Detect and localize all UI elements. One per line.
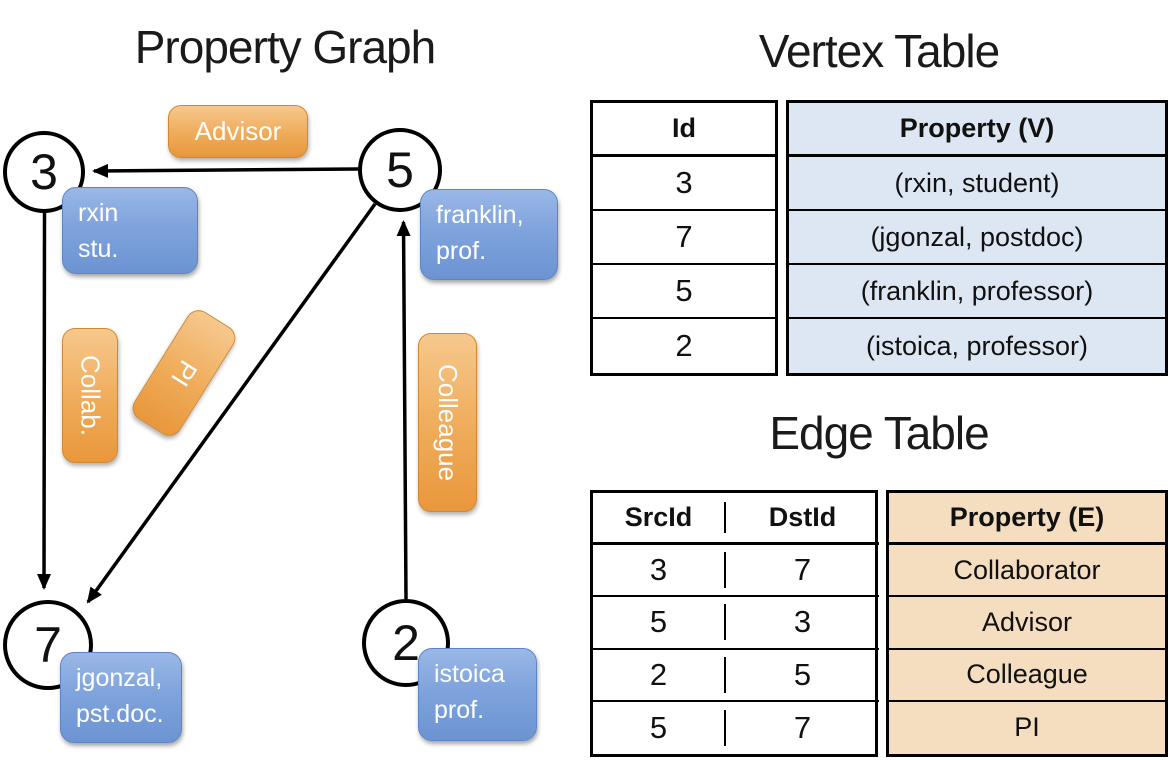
table-cell: (jgonzal, postdoc) <box>789 211 1165 265</box>
edge-arrow-5-to-3 <box>92 163 359 178</box>
table-row: 2 5 <box>593 650 879 702</box>
table-cell: 7 <box>793 709 812 745</box>
table-row: 3 7 <box>593 545 879 598</box>
table-cell: 5 <box>593 604 726 641</box>
table-row: 5 3 <box>593 597 879 650</box>
table-row: 5 7 <box>593 702 879 754</box>
vertex-id-2: 2 <box>392 615 420 671</box>
table-cell: 5 <box>593 265 775 319</box>
vertex-id-7: 7 <box>34 617 62 673</box>
vertex-label-franklin: franklin, prof. <box>420 189 558 280</box>
table-cell: PI <box>889 701 1165 754</box>
table-cell: Advisor <box>889 597 1165 650</box>
edge-table-property-column: Property (E) Collaborator Advisor Collea… <box>886 490 1168 757</box>
table-cell: Collaborator <box>889 545 1165 598</box>
table-cell: 5 <box>593 709 726 746</box>
vertex-label-rxin: rxin stu. <box>62 187 198 274</box>
table-cell: 2 <box>593 656 726 693</box>
vertex-label-line: istoica <box>434 660 505 688</box>
edge-table-title: Edge Table <box>769 407 989 459</box>
property-graph-title: Property Graph <box>134 21 436 73</box>
table-cell: 2 <box>675 328 693 363</box>
edge-label-colleague: Colleague <box>418 333 477 512</box>
vertex-circle-2: 2 <box>362 599 450 687</box>
edge-table-id-columns: SrcId DstId 3 7 5 3 2 5 5 7 <box>590 490 879 757</box>
edge-arrow-5-to-7 <box>86 202 377 604</box>
edge-label-advisor: Advisor <box>168 105 308 158</box>
vertex-table-title: Vertex Table <box>758 25 1000 77</box>
table-cell: 3 <box>593 552 726 589</box>
table-cell: Colleague <box>889 649 1165 702</box>
vertex-table-id-column: Id 3 7 5 2 <box>590 100 778 376</box>
edge-label-collab: Collab. <box>62 328 118 463</box>
table-cell: 3 <box>593 157 775 211</box>
vertex-label-line: jgonzal, <box>76 664 163 692</box>
edge-table-header-srcid: SrcId <box>593 502 726 534</box>
vertex-label-line: prof. <box>434 695 485 724</box>
vertex-label-jgonzal: jgonzal, pst.doc. <box>60 652 182 743</box>
vertex-label-line: stu. <box>78 234 119 263</box>
vertex-table-header-id: Id <box>593 103 775 157</box>
table-cell: 7 <box>593 211 775 265</box>
edge-table-header-dstid: DstId <box>768 502 837 533</box>
vertex-label-line: franklin, <box>436 201 524 229</box>
table-cell: (rxin, student) <box>789 157 1165 211</box>
vertex-label-istoica: istoica prof. <box>418 648 537 741</box>
table-cell: (istoica, professor) <box>789 319 1165 373</box>
table-cell: 7 <box>793 552 812 588</box>
edge-arrow-2-to-5 <box>396 220 411 600</box>
edge-arrow-3-to-7 <box>37 212 52 590</box>
edge-table-id-headers: SrcId DstId <box>593 493 879 546</box>
vertex-label-line: prof. <box>436 236 487 265</box>
vertex-id-3: 3 <box>30 144 58 200</box>
vertex-circle-5: 5 <box>358 128 442 212</box>
table-cell: 3 <box>793 604 812 640</box>
vertex-table-header-property: Property (V) <box>789 103 1165 157</box>
vertex-id-5: 5 <box>386 142 414 198</box>
vertex-label-line: pst.doc. <box>76 699 164 728</box>
vertex-table-property-column: Property (V) (rxin, student) (jgonzal, p… <box>786 100 1168 376</box>
edge-table-header-property: Property (E) <box>889 493 1165 546</box>
vertex-label-line: rxin <box>78 199 119 227</box>
table-cell: (franklin, professor) <box>789 265 1165 319</box>
table-cell: 5 <box>793 656 812 692</box>
graph-edges <box>37 163 411 604</box>
